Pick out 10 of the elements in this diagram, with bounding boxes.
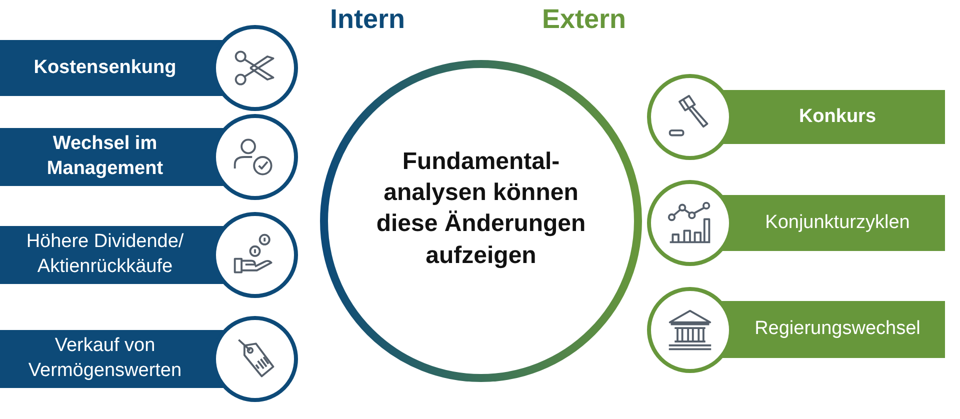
banner-text: Konkurs [798,104,876,129]
banner-text: Konjunkturzyklen [765,210,910,235]
column-heading: Extern [542,4,626,35]
banner-text: Verkauf von Vermögenswerten [27,334,183,383]
banner-text: Regierungswechsel [754,317,920,342]
banner-text: Höhere Dividende/ Aktienrückkäufe [25,230,185,279]
column-heading: Intern [330,4,406,35]
banner-text: Kostensenkung [34,56,176,80]
banner-text: Wechsel im Management [46,132,164,181]
centre-text: Fundamental- analysen können diese Änderungen aufzeigen [375,147,587,271]
